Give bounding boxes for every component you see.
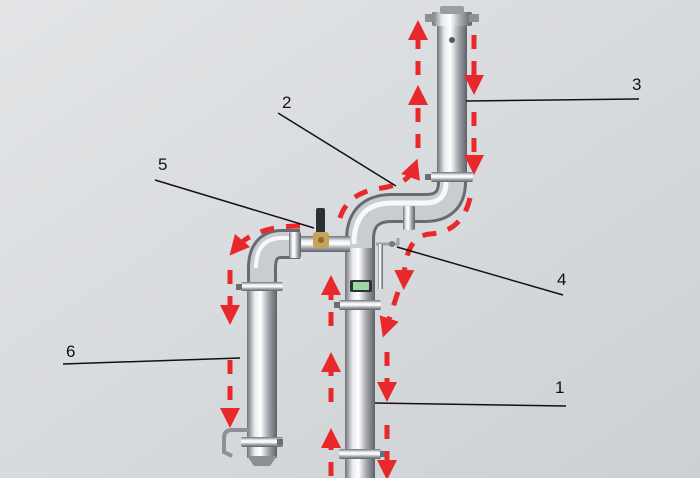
leader-lines — [62, 98, 640, 407]
leader-line-6 — [62, 357, 241, 365]
top-cap — [432, 12, 472, 26]
thermometer-icon — [350, 280, 372, 292]
leader-line-1 — [374, 402, 567, 407]
flow-arrow-down-1 — [379, 291, 401, 338]
flow-arrow-bend-up — [337, 158, 420, 219]
flow-arrow-cooler-bend — [229, 223, 301, 256]
valve-icon — [313, 208, 329, 248]
flow-arrow-bend-down — [394, 197, 473, 290]
top-column-pipe — [437, 22, 467, 177]
callout-2: 2 — [282, 93, 292, 112]
cooler-pipe — [247, 282, 277, 458]
callout-1: 1 — [555, 378, 565, 397]
leader-line-2 — [277, 112, 397, 187]
main-column-pipe — [345, 245, 375, 478]
leader-line-5 — [154, 179, 315, 229]
leader-line-3 — [465, 98, 640, 102]
leader-line-4 — [396, 246, 564, 296]
callout-5: 5 — [158, 155, 168, 174]
callout-6: 6 — [66, 342, 76, 361]
callout-4: 4 — [557, 270, 567, 289]
clamps — [236, 172, 473, 459]
flow-arrows — [220, 20, 484, 478]
callout-3: 3 — [632, 75, 642, 94]
